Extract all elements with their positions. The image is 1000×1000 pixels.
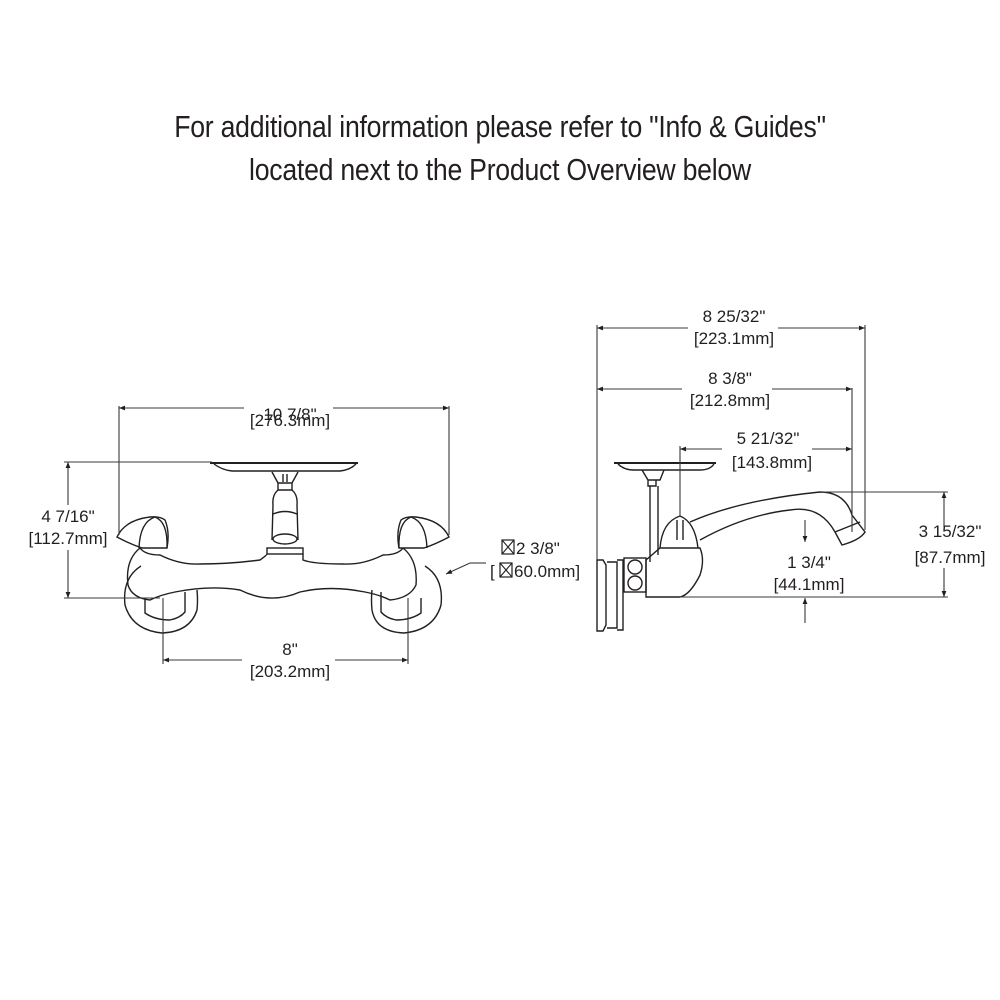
handle-right (397, 516, 450, 549)
height-imperial: 4 7/16" (41, 507, 94, 526)
info-notice-line-1: For additional information please refer … (174, 109, 826, 144)
spout-reach-imperial: 8 3/8" (708, 369, 752, 388)
flange-size-metric: 60.0mm] (514, 562, 580, 581)
handle-left (116, 516, 169, 549)
height-metric: [112.7mm] (28, 529, 107, 548)
faucet-body (126, 547, 417, 601)
center-spacing-metric: [203.2mm] (250, 662, 330, 681)
side-soap-dish (617, 463, 715, 471)
dim-overall-width: 10 7/8" (118, 405, 450, 535)
front-faucet-body (116, 462, 450, 634)
spout-height-metric: [87.7mm] (915, 548, 986, 567)
spout-from-center-imperial: 5 21/32" (737, 429, 800, 448)
dim-spout-height (680, 491, 948, 598)
center-spacing-imperial: 8" (282, 640, 298, 659)
spout-reach-metric: [212.8mm] (690, 391, 770, 410)
spout (271, 489, 299, 541)
total-depth-metric: [223.1mm] (694, 329, 774, 348)
soap-dish-post (649, 486, 659, 562)
dim-flange-size (445, 539, 515, 578)
square-symbol-icon (499, 562, 513, 578)
info-notice-line-2: located next to the Product Overview bel… (249, 152, 751, 187)
spout-clearance-imperial: 1 3/4" (787, 553, 831, 572)
flange-size-imperial: 2 3/8" (516, 539, 560, 558)
overall-width-imperial: 10 7/8" (263, 405, 316, 424)
spout-height-imperial: 3 15/32" (919, 522, 982, 541)
dim-center-spacing (162, 598, 409, 664)
wall-flange (596, 559, 607, 632)
spout-from-center-metric: [143.8mm] (732, 453, 812, 472)
dim-height (64, 461, 212, 599)
flange-right (370, 565, 443, 634)
spout-aerator (272, 533, 298, 545)
connector-nut (623, 557, 647, 593)
flange-left (123, 565, 199, 634)
dim-total-depth (596, 325, 866, 560)
soap-dish (213, 463, 357, 472)
spout-clearance-metric: [44.1mm] (774, 575, 845, 594)
dim-spout-from-center (679, 446, 852, 516)
overall-width-metric: [276.3mm] (250, 411, 330, 430)
soap-dish-bracket (271, 471, 299, 491)
side-view: 8 25/32" [223.1mm] 8 3/8" [212.8mm] 5 21… (596, 307, 986, 632)
flange-size-metric-bracket: [ (490, 562, 495, 581)
total-depth-imperial: 8 25/32" (703, 307, 766, 326)
valve-body (645, 547, 704, 598)
front-view: 10 7/8" [276.3mm] 4 7/16" [112.7mm] 8" [… (28, 405, 580, 681)
side-faucet-body (596, 462, 866, 632)
side-spout (689, 491, 866, 546)
dim-spout-reach (597, 386, 853, 532)
square-symbol-icon (501, 539, 515, 555)
